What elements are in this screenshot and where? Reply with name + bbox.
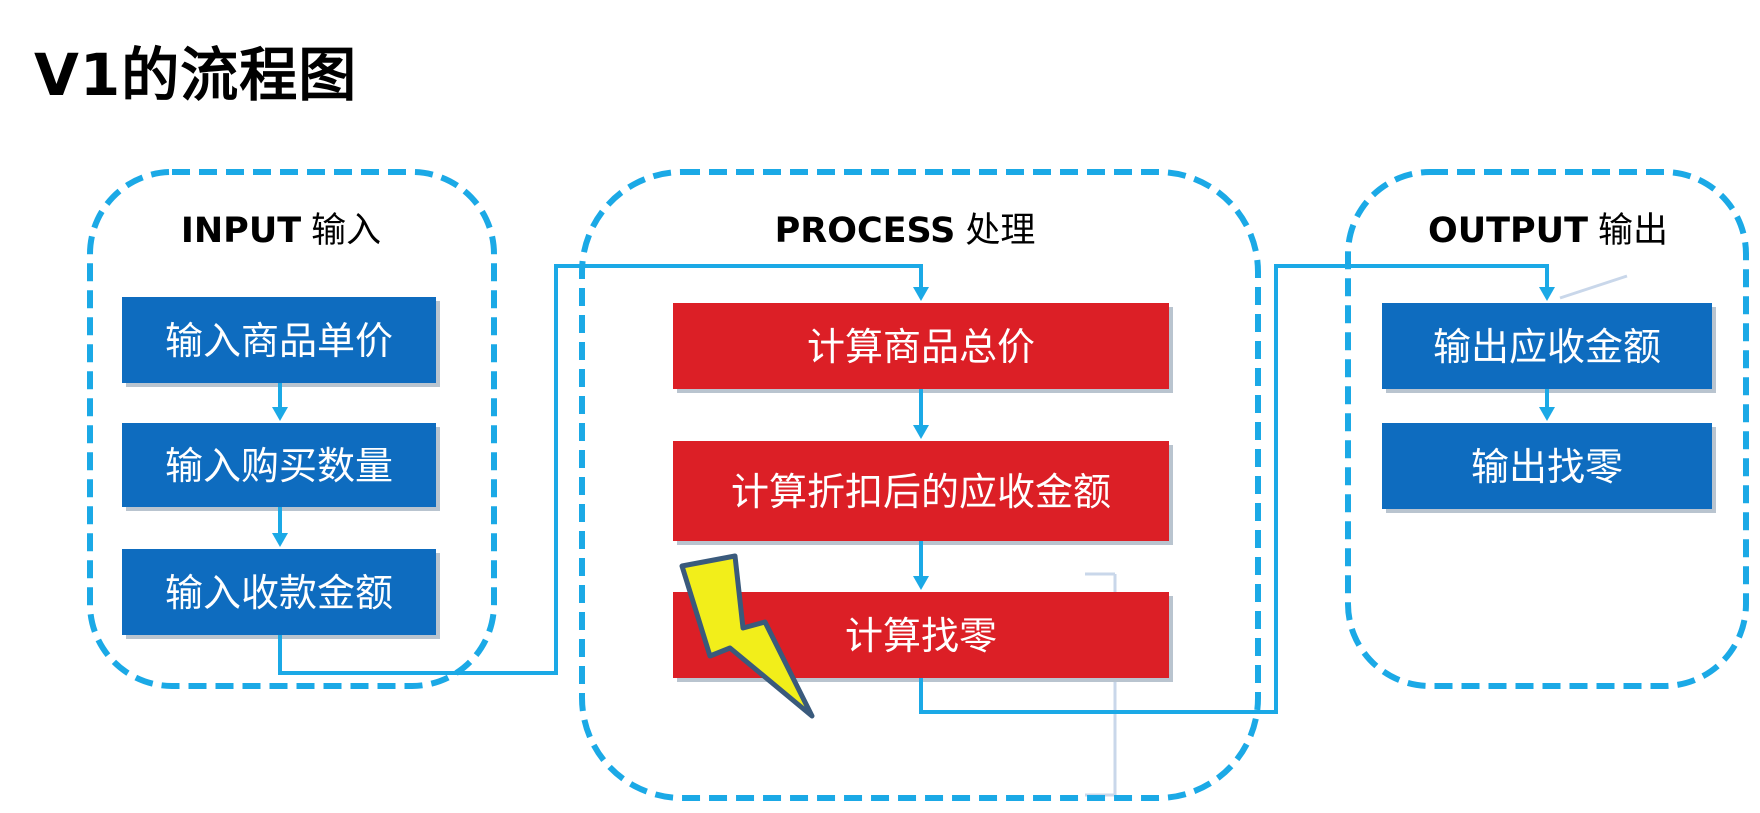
input-step-payment (122, 549, 436, 635)
input-step-payment-label: 输入收款金额 (165, 571, 393, 615)
process-step-discount (673, 441, 1169, 541)
output-step-receivable (1382, 303, 1712, 389)
process-group-box (579, 169, 1261, 801)
process-step-total-label: 计算商品总价 (807, 325, 1035, 369)
arrowhead-output-1 (1539, 287, 1555, 301)
arrowhead-input-3 (272, 533, 288, 547)
output-group-box (1345, 169, 1749, 689)
arrowhead-input-2 (272, 407, 288, 421)
output-group-label-en: OUTPUT (1428, 211, 1588, 251)
input-step-quantity-label: 输入购买数量 (165, 444, 393, 488)
output-step-change-label: 输出找零 (1471, 445, 1623, 489)
process-step-total (673, 303, 1169, 389)
output-step-change (1382, 423, 1712, 509)
output-step-receivable-label: 输出应收金额 (1433, 325, 1661, 369)
input-step-unit-price (122, 297, 436, 383)
process-group-label-zh: 处理 (965, 211, 1035, 251)
arrowhead-process-2 (913, 425, 929, 439)
connector-input-to-process (278, 264, 923, 675)
lightning-bolt-icon (679, 553, 815, 719)
input-group-box (87, 169, 497, 689)
input-step-unit-price-label: 输入商品单价 (165, 319, 393, 363)
page-title: V1的流程图 (34, 41, 358, 109)
process-group-label-en: PROCESS (775, 211, 956, 251)
process-step-change-label: 计算找零 (845, 614, 997, 658)
arrowhead-process-1 (913, 287, 929, 301)
process-step-discount-label: 计算折扣后的应收金额 (731, 470, 1111, 514)
arrowhead-output-2 (1539, 407, 1555, 421)
connector-process-to-output (919, 264, 1549, 714)
faint-pointer (1559, 274, 1628, 300)
input-group-label-zh: 输入 (311, 211, 381, 251)
output-group-label-zh: 输出 (1598, 211, 1668, 251)
input-step-quantity (122, 423, 436, 507)
arrowhead-process-3 (913, 576, 929, 590)
input-group-label-en: INPUT (181, 211, 301, 251)
